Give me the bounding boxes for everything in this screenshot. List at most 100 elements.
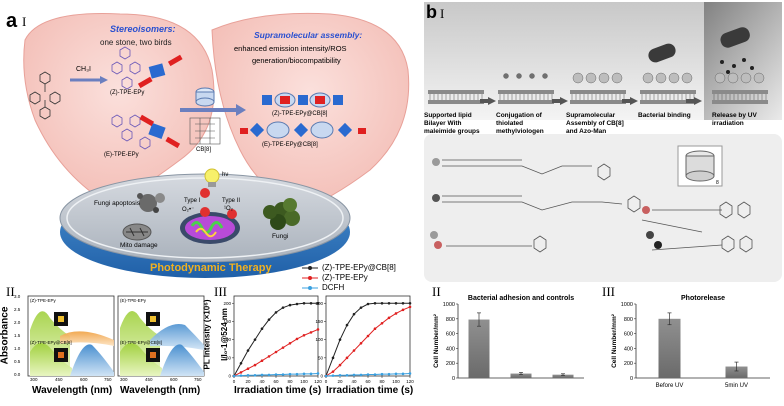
data-point xyxy=(401,308,405,312)
y-tick-label: 50 xyxy=(226,355,232,360)
reagent-label: CH₃I xyxy=(76,66,91,73)
bilayer-bottom xyxy=(498,100,554,104)
data-point xyxy=(239,371,243,374)
data-point xyxy=(295,337,299,341)
data-point xyxy=(246,367,250,371)
bilayer-bottom xyxy=(712,100,768,104)
panel-a-roman-ii: II xyxy=(6,284,15,299)
pl-ylabel: PL Intensity (×10⁶) xyxy=(202,299,212,370)
x-tick-label: 60 xyxy=(273,379,279,384)
data-point xyxy=(408,305,412,309)
panel-a-roman-i: I xyxy=(22,14,27,29)
abs-ytick-6: 2.5 xyxy=(14,307,21,312)
data-point xyxy=(302,372,306,376)
abs-ytick-7: 3.0 xyxy=(14,294,21,299)
surface-unit xyxy=(681,72,693,84)
data-point xyxy=(387,316,391,320)
chart-frame xyxy=(233,295,319,377)
data-point xyxy=(331,370,335,373)
spectrum-blue-2 xyxy=(150,324,204,350)
abs-xlabel-2: Wavelength (nm) xyxy=(120,385,201,396)
y-tick-label: 800 xyxy=(624,317,633,323)
data-point xyxy=(274,350,278,354)
bar xyxy=(552,374,574,378)
headgroup-icons xyxy=(430,158,662,249)
data-point xyxy=(302,333,306,337)
abs-inset-1b: (Z)-TPE-EPy@CB[8] xyxy=(30,340,72,345)
mito-damage-icon xyxy=(122,223,152,241)
x-tick-label: 80 xyxy=(379,379,385,384)
bar xyxy=(468,319,490,378)
bilayer-bottom xyxy=(570,100,626,104)
tpe-molecule-icon xyxy=(29,71,61,120)
surface-unit xyxy=(655,72,667,84)
bilayer-top xyxy=(428,90,484,94)
e-complex-label: (E)-TPE-EPy@CB[8] xyxy=(262,142,318,148)
abs-tick-4: 750 xyxy=(104,377,112,382)
absorbance-chart-1 xyxy=(27,295,115,377)
x-tick-label: 120 xyxy=(314,379,322,384)
panel-b-label: b xyxy=(426,2,437,22)
legend-item-1: (Z)-TPE-EPy@CB[8] xyxy=(322,263,396,272)
data-point xyxy=(288,372,292,376)
data-point xyxy=(295,372,299,376)
fungi-label: Fungi xyxy=(272,233,289,240)
y-tick-label: 150 xyxy=(315,319,323,324)
data-point xyxy=(359,306,363,309)
surface-unit xyxy=(714,72,726,84)
data-point xyxy=(373,373,377,376)
supra-title: Supramolecular assembly: xyxy=(254,30,363,40)
released-molecules xyxy=(720,58,754,74)
y-axis-label: Cell Number/mm² xyxy=(433,313,440,368)
data-point xyxy=(309,331,313,334)
spectrum-blue-3 xyxy=(160,344,204,376)
data-point xyxy=(352,312,356,316)
data-point xyxy=(345,356,349,360)
x-tick-label: 120 xyxy=(406,379,414,384)
data-point xyxy=(232,374,236,378)
surface-unit xyxy=(727,72,739,84)
surface-unit xyxy=(611,72,623,84)
data-point xyxy=(302,301,306,305)
spectrum-green-4 xyxy=(120,342,162,376)
data-point xyxy=(309,301,313,305)
panel-b-roman-iii: III xyxy=(602,284,615,299)
data-point xyxy=(394,372,398,376)
data-point xyxy=(281,373,285,376)
data-point xyxy=(288,341,292,345)
supramolecular-lobe xyxy=(211,12,410,211)
bilayer-top xyxy=(498,90,554,94)
y-tick-label: 0 xyxy=(228,374,231,379)
data-point xyxy=(359,373,363,377)
abs-tick-2: 450 xyxy=(55,377,63,382)
abs-ytick-5: 2.0 xyxy=(14,320,21,325)
data-point xyxy=(274,373,278,376)
y-tick-label: 0 xyxy=(452,376,455,382)
abs-inset-2b: (E)-TPE-EPy@CB[8] xyxy=(120,340,162,345)
data-point xyxy=(380,372,384,376)
data-point xyxy=(324,374,328,378)
abs-ytick-2: 0.5 xyxy=(14,359,21,364)
y-tick-label: 600 xyxy=(624,332,633,338)
o2-radical-label: O₂•⁻ xyxy=(182,207,195,213)
abs-inset-1a: (Z)-TPE-EPy xyxy=(30,298,56,303)
x-tick-label: 20 xyxy=(337,379,343,384)
e-isomer-icon xyxy=(111,114,151,150)
stereo-title: Stereoisomers: xyxy=(110,24,176,34)
z-isomer-icon xyxy=(111,46,141,90)
singlet-o2-label: ¹O₂ xyxy=(224,206,233,212)
bar-chart-adhesion: Bacterial adhesion and controls020040060… xyxy=(433,295,584,382)
surface-unit xyxy=(740,72,752,84)
z-schematic-icon xyxy=(137,54,183,89)
x-tick-label: 40 xyxy=(259,379,265,384)
data-point xyxy=(373,301,377,305)
data-point xyxy=(345,323,349,327)
fungi-apoptosis-label: Fungi apoptosis xyxy=(94,200,140,207)
data-point xyxy=(387,301,391,305)
y-tick-label: 800 xyxy=(446,317,455,323)
